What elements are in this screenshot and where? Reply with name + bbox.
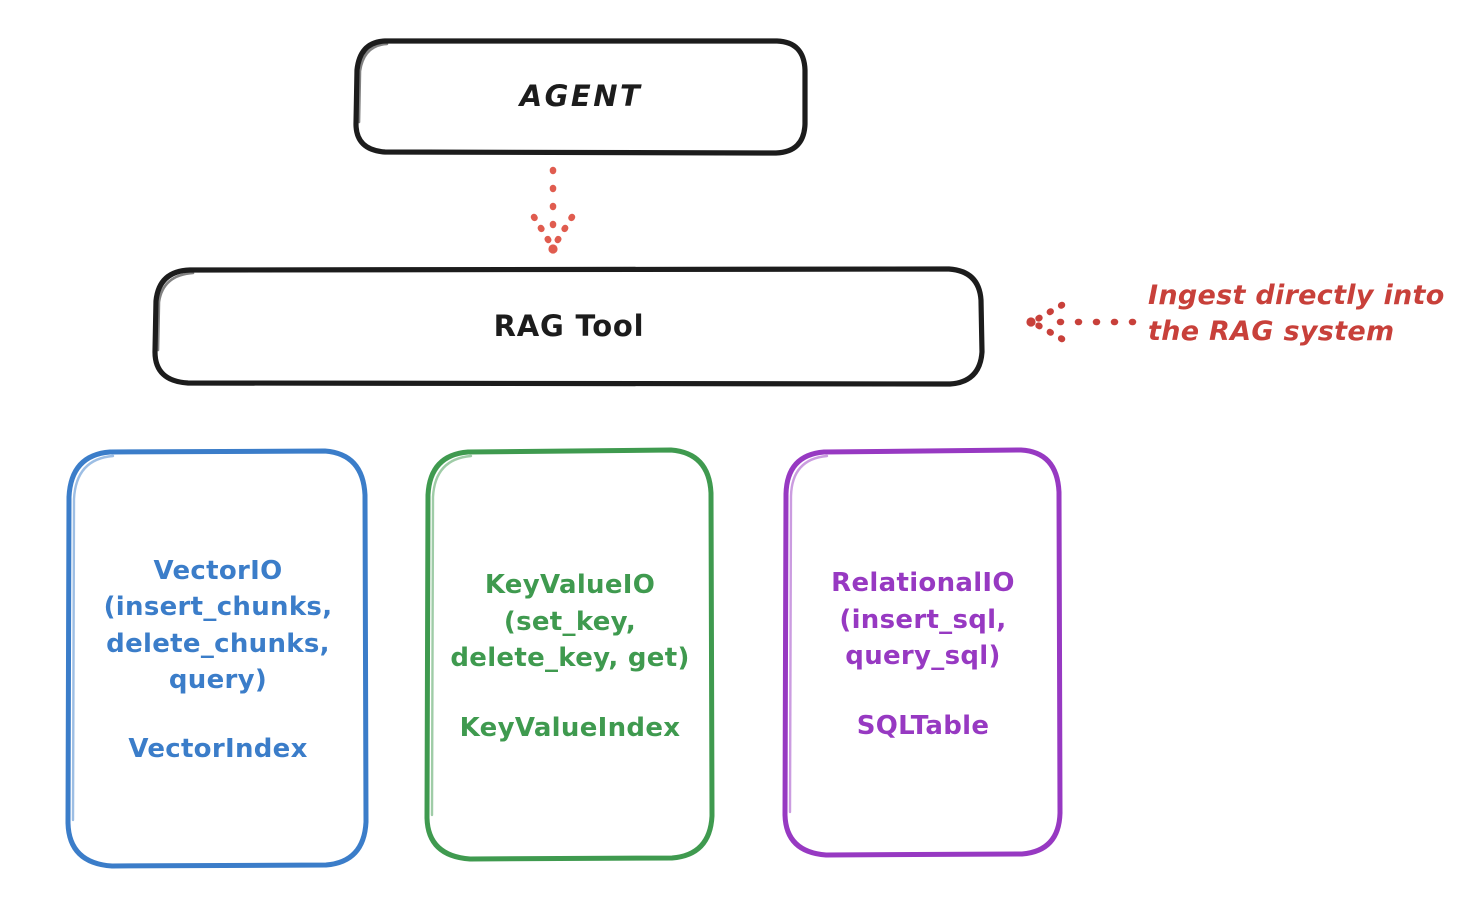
node-vector-io-label: VectorIO (insert_chunks, delete_chunks, … xyxy=(103,555,333,695)
key-value-io-box-outline xyxy=(424,447,715,862)
node-agent[interactable]: AGENT xyxy=(355,40,807,153)
relational-io-box-outline xyxy=(782,447,1063,858)
node-relational-io-label: RelationalIO (insert_sql, query_sql) xyxy=(831,568,1015,672)
node-agent-label: AGENT xyxy=(519,79,643,114)
vector-io-box-outline xyxy=(65,448,369,869)
node-rag-tool-label: RAG Tool xyxy=(493,308,645,343)
node-relational-io[interactable]: RelationalIO (insert_sql, query_sql) SQL… xyxy=(785,450,1061,856)
node-key-value-io-sublabel: KeyValueIndex xyxy=(459,712,681,743)
agent-box-outline xyxy=(353,38,808,156)
node-rag-tool[interactable]: RAG Tool xyxy=(155,268,983,384)
agent-to-rag-connector xyxy=(530,166,576,254)
ingest-to-rag-connector xyxy=(1026,301,1137,343)
node-vector-io-sublabel: VectorIndex xyxy=(128,734,308,765)
annotation-ingest-label: Ingest directly into the RAG system xyxy=(1148,280,1445,347)
node-key-value-io[interactable]: KeyValueIO (set_key, delete_key, get) Ke… xyxy=(427,450,713,860)
node-relational-io-sublabel: SQLTable xyxy=(856,710,990,741)
node-vector-io[interactable]: VectorIO (insert_chunks, delete_chunks, … xyxy=(68,450,368,867)
node-key-value-io-label: KeyValueIO (set_key, delete_key, get) xyxy=(450,570,690,674)
rag-tool-box-outline xyxy=(152,266,985,387)
